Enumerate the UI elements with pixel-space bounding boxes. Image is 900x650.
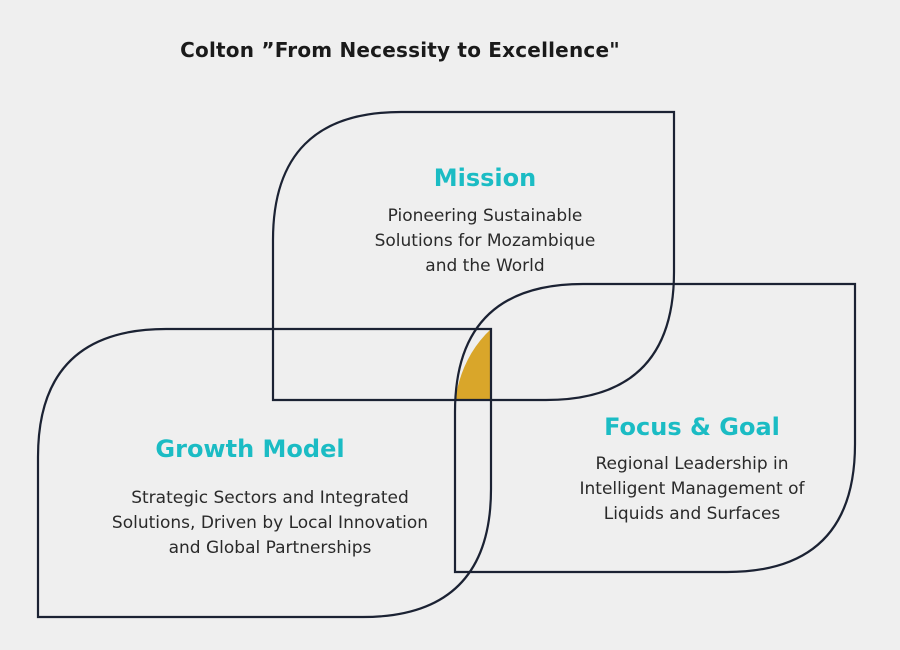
focus-goal-heading: Focus & Goal — [604, 413, 780, 441]
focus-goal-text: Regional Leadership in Intelligent Manag… — [517, 452, 867, 527]
focus-goal-line: Liquids and Surfaces — [603, 504, 781, 524]
growth-model-line: Solutions, Driven by Local Innovation — [111, 513, 429, 533]
growth-model-petal-outline — [36, 327, 493, 619]
mission-petal-outline — [271, 110, 676, 402]
focus-goal-line: Regional Leadership in — [595, 454, 789, 474]
mission-heading: Mission — [433, 164, 537, 192]
growth-model-line: and Global Partnerships — [168, 538, 372, 558]
focus-goal-petal-outline — [453, 282, 857, 574]
growth-model-line: Strategic Sectors and Integrated — [131, 488, 409, 508]
mission-line: and the World — [425, 256, 545, 276]
intersection-highlight — [455, 329, 491, 400]
growth-model-text: Strategic Sectors and Integrated Solutio… — [60, 486, 480, 561]
focus-goal-line: Intelligent Management of — [579, 479, 805, 499]
diagram-title: Colton ”From Necessity to Excellence" — [180, 38, 620, 62]
mission-text: Pioneering Sustainable Solutions for Moz… — [335, 204, 635, 279]
growth-model-heading: Growth Model — [155, 435, 345, 463]
mission-line: Pioneering Sustainable — [387, 206, 583, 226]
mission-line: Solutions for Mozambique — [374, 231, 596, 251]
